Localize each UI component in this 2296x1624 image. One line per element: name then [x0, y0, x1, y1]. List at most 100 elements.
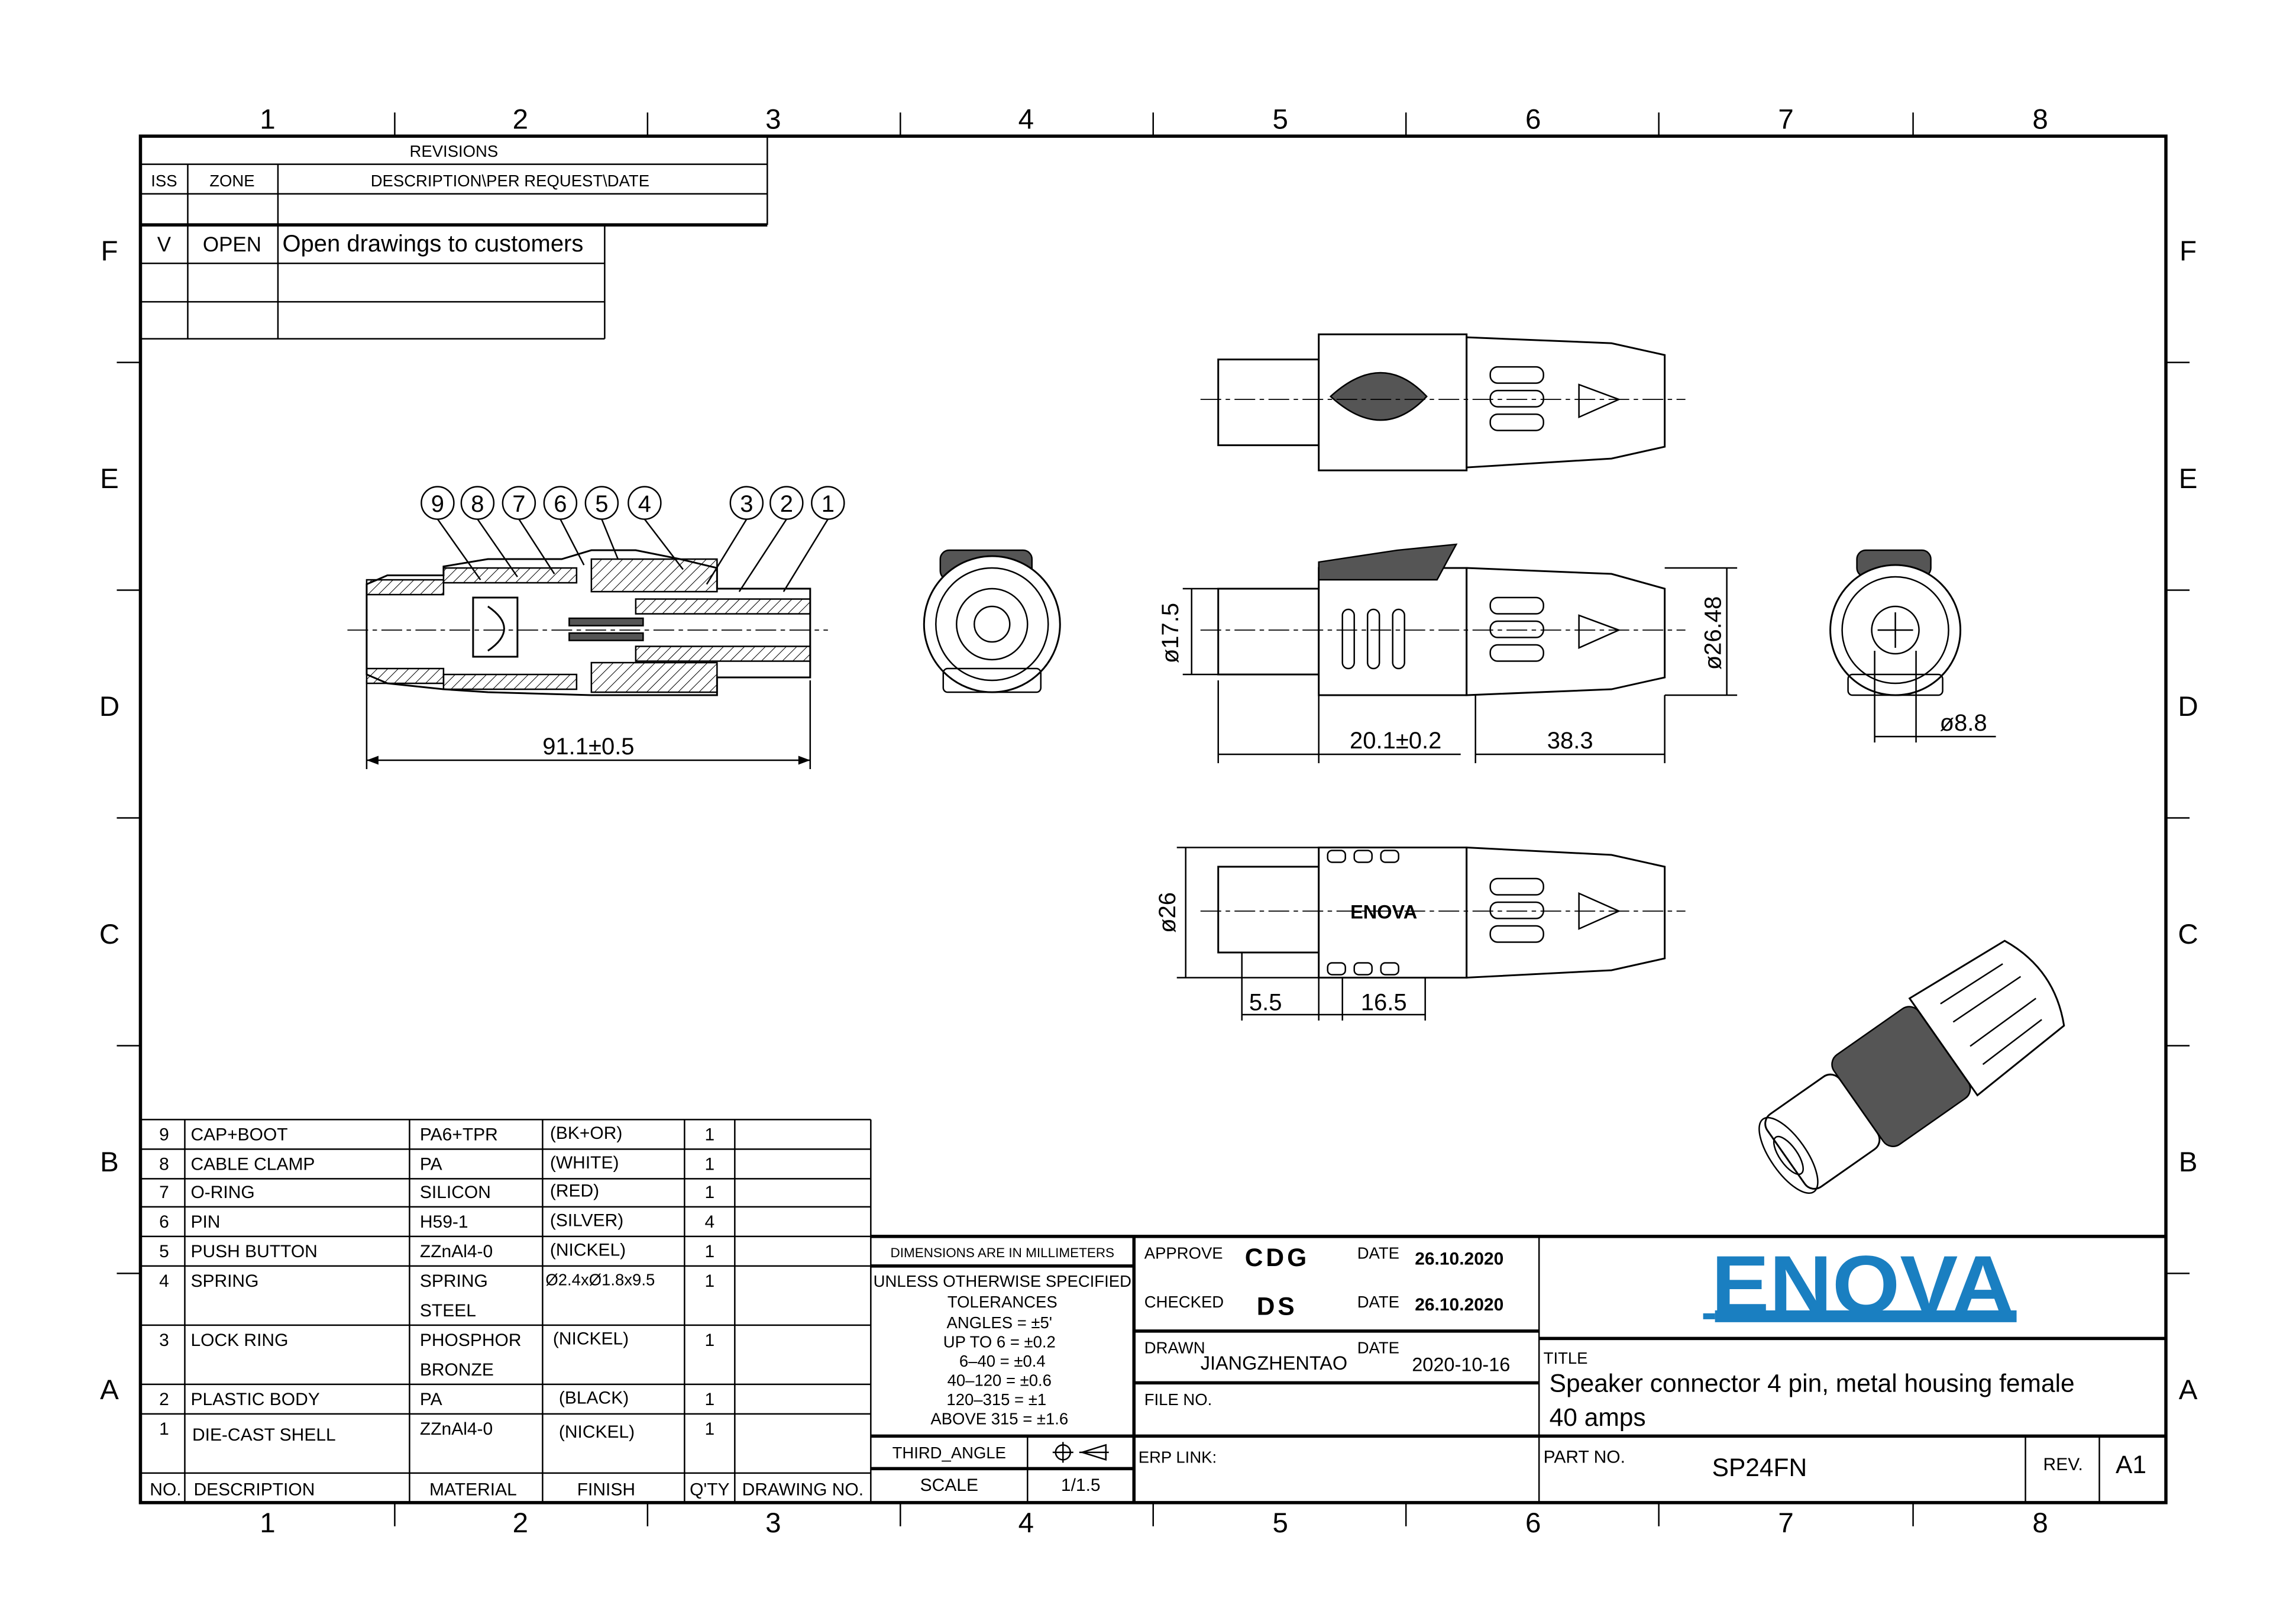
bom-no: 6: [159, 1212, 169, 1232]
bom-no: 1: [159, 1419, 169, 1439]
units-note: DIMENSIONS ARE IN MILLIMETERS: [891, 1245, 1115, 1260]
third-angle-projection-icon: [1052, 1442, 1109, 1463]
bom-material: PHOSPHOR: [420, 1331, 522, 1350]
bom-qty: 1: [705, 1390, 715, 1409]
revisions-title: REVISIONS: [410, 142, 499, 160]
zone-row-label: A: [100, 1374, 119, 1406]
bom-header-no: NO.: [150, 1480, 181, 1499]
bom-material: ZZnAl4-0: [420, 1242, 493, 1261]
dimension-len-16-5: 16.5: [1361, 989, 1407, 1015]
zone-col-label: 4: [1018, 104, 1034, 135]
tolerance-line: 120–315 = ±1: [946, 1390, 1046, 1409]
bottom-view: ENOVA ø26 5.5 16.5: [1155, 846, 1686, 1021]
bom-no: 7: [159, 1183, 169, 1202]
bom-qty: 4: [705, 1212, 715, 1232]
revision-iss: V: [157, 233, 172, 256]
checked-date: 26.10.2020: [1415, 1295, 1503, 1315]
bom-description: SPRING: [190, 1271, 258, 1291]
callout-number: 8: [471, 491, 484, 517]
zone-col-label: 6: [1525, 1507, 1541, 1539]
approve-initials: CDG: [1245, 1244, 1309, 1272]
tolerance-line: 6–40 = ±0.4: [959, 1352, 1046, 1370]
dimension-dia-17-5: ø17.5: [1157, 603, 1183, 663]
scale-label: SCALE: [920, 1476, 978, 1495]
zone-col-label: 7: [1778, 104, 1793, 135]
bom-no: 5: [159, 1242, 169, 1261]
approve-label: APPROVE: [1144, 1244, 1223, 1262]
front-end-view: [923, 549, 1061, 693]
rear-end-view: ø8.8: [1829, 549, 1996, 743]
revision-zone: OPEN: [203, 233, 261, 256]
bom-description: CABLE CLAMP: [190, 1154, 315, 1174]
section-view: 91.1±0.5: [347, 549, 828, 770]
checked-label: CHECKED: [1144, 1293, 1224, 1311]
bom-qty: 1: [705, 1183, 715, 1202]
zone-labels: 1 2 3 4 5 6 7 8 1 2 3 4 5 6 7 8 F E D C …: [99, 104, 2198, 1539]
drawn-label: DRAWN: [1144, 1338, 1205, 1357]
callout-number: 9: [431, 491, 444, 517]
bom-finish: (BK+OR): [550, 1123, 622, 1143]
bom-material: SILICON: [420, 1183, 491, 1202]
dimension-dia-8-8: ø8.8: [1940, 710, 1987, 736]
bom-header-material: MATERIAL: [429, 1480, 517, 1499]
bom-description: LOCK RING: [190, 1331, 288, 1350]
bom-material-line2: STEEL: [420, 1301, 476, 1320]
callout-balloons: 9 8 7 6 5 4 3 2 1: [421, 486, 845, 592]
tolerance-line: UP TO 6 = ±0.2: [943, 1332, 1056, 1351]
revisions-header-description: DESCRIPTION\PER REQUEST\DATE: [371, 172, 649, 190]
approve-date: 26.10.2020: [1415, 1249, 1503, 1268]
callout-number: 3: [740, 491, 753, 517]
top-view: [1200, 333, 1686, 472]
enova-logo: ENOVA: [1703, 1238, 2017, 1331]
bom-finish: (SILVER): [550, 1210, 623, 1230]
projection-label: THIRD_ANGLE: [892, 1444, 1006, 1462]
bom-no: 4: [159, 1271, 169, 1291]
dimension-overall-length: 91.1±0.5: [542, 734, 634, 760]
zone-row-label: C: [99, 919, 119, 950]
zone-row-label: F: [2179, 235, 2197, 267]
bom-header-drawing-no: DRAWING NO.: [742, 1480, 864, 1499]
bom-header: NO. DESCRIPTION MATERIAL FINISH Q'TY DRA…: [150, 1480, 864, 1499]
drawn-date: 2020-10-16: [1412, 1354, 1510, 1375]
isometric-view: [1758, 939, 2065, 1194]
bom-finish: Ø2.4xØ1.8x9.5: [545, 1270, 655, 1289]
bom-material: PA: [420, 1154, 442, 1174]
drawing-title-line2: 40 amps: [1550, 1404, 1646, 1432]
side-view: ø17.5 ø26.48 20.1±0.2 38.3: [1157, 543, 1738, 764]
dimension-len-5-5: 5.5: [1249, 989, 1282, 1015]
dimension-dia-26: ø26: [1155, 892, 1181, 933]
bom-no: 9: [159, 1125, 169, 1144]
zone-row-label: D: [99, 691, 119, 722]
drawing-title-line1: Speaker connector 4 pin, metal housing f…: [1550, 1370, 2075, 1397]
checked-date-label: DATE: [1357, 1293, 1399, 1311]
zone-col-label: 2: [513, 104, 528, 135]
scale-value: 1/1.5: [1061, 1476, 1101, 1495]
bom-finish: (RED): [550, 1181, 599, 1200]
bom-finish: (NICKEL): [559, 1422, 635, 1442]
zone-row-label: D: [2178, 691, 2198, 722]
part-no-label: PART NO.: [1544, 1447, 1625, 1467]
callout-number: 1: [822, 491, 835, 517]
tolerance-line: ABOVE 315 = ±1.6: [930, 1409, 1068, 1428]
bom-description: PIN: [190, 1212, 220, 1232]
zone-row-label: B: [2179, 1147, 2198, 1178]
bom-material: PA: [420, 1390, 442, 1409]
revisions-header-iss: ISS: [151, 172, 177, 190]
tolerance-subheading: TOLERANCES: [947, 1293, 1058, 1311]
callout-number: 4: [638, 491, 651, 517]
bom-header-qty: Q'TY: [690, 1480, 729, 1499]
bom-qty: 1: [705, 1125, 715, 1144]
revisions-table: REVISIONS ISS ZONE DESCRIPTION\PER REQUE…: [140, 136, 768, 340]
part-number: SP24FN: [1712, 1454, 1807, 1482]
approve-date-label: DATE: [1357, 1244, 1399, 1262]
zone-col-label: 1: [260, 104, 275, 135]
dimension-dia-26-48: ø26.48: [1700, 596, 1726, 670]
zone-col-label: 3: [765, 1507, 781, 1539]
bom-material-line2: BRONZE: [420, 1360, 494, 1380]
